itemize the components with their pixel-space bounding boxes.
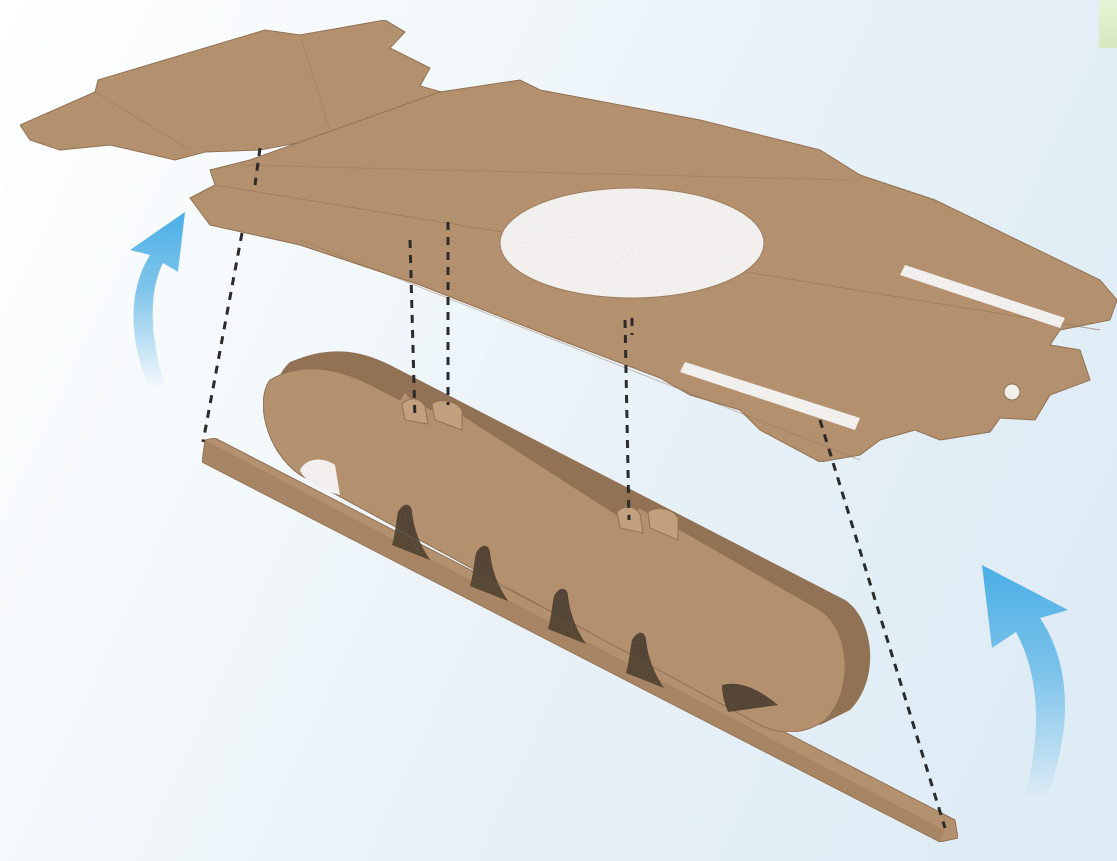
top-sheet [20, 20, 1117, 462]
left-arrow-up-icon [130, 212, 185, 390]
right-arrow-up-icon [982, 565, 1068, 800]
guide-line [203, 233, 242, 442]
